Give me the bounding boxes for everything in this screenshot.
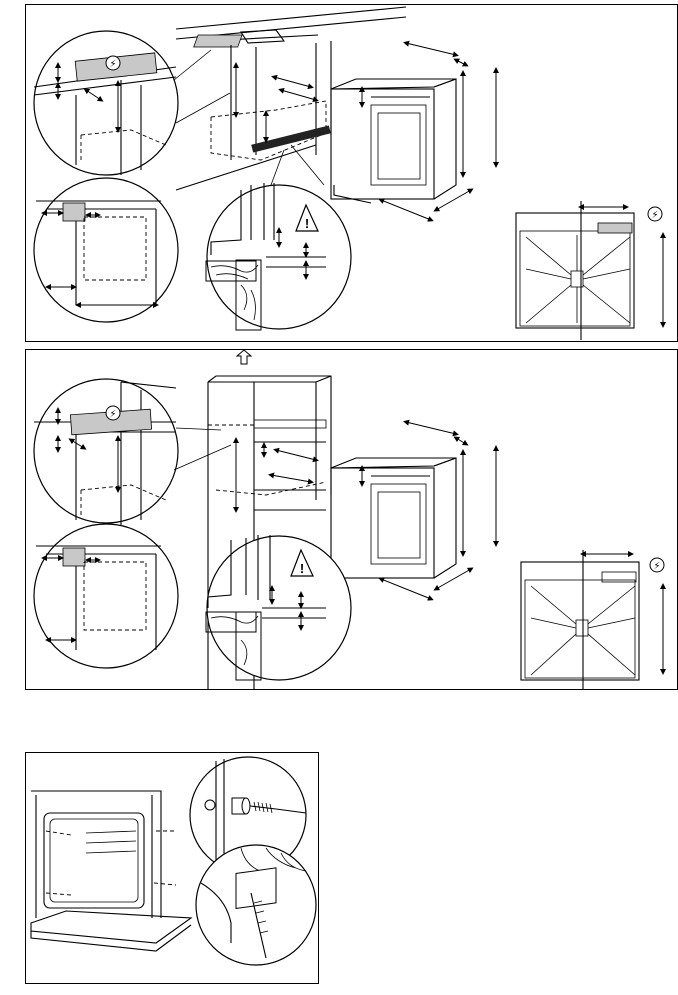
worktop (176, 7, 406, 47)
hob-top-view: ⚡ (516, 201, 663, 340)
oven-open-door (31, 791, 191, 951)
warning-symbol-column: ! (300, 561, 304, 576)
electrical-symbol-hob-column: ⚡ (653, 561, 660, 572)
cabinet-side-detail (34, 178, 178, 322)
ventilation-gap-detail: ! (206, 145, 351, 330)
electrical-connection-detail: ⚡ (34, 31, 230, 175)
electrical-symbol-hob: ⚡ (651, 210, 658, 221)
kitchen-cabinet (176, 41, 331, 190)
electrical-symbol-column: ⚡ (109, 409, 116, 420)
electrical-connection-detail-column: ⚡ (34, 379, 231, 525)
installation-in-column-diagram: ⚡ (26, 350, 678, 691)
hob-top-view-column: ⚡ (521, 550, 664, 690)
oven-appliance-column (331, 422, 496, 599)
connection-zone-side-column (63, 548, 85, 566)
hob-cutout (194, 35, 242, 47)
securing-oven-diagram (26, 753, 320, 985)
installation-in-column-panel: ⚡ (25, 349, 678, 690)
electrical-symbol: ⚡ (109, 59, 116, 70)
installation-under-worktop-panel: ⚡ (25, 4, 678, 342)
ventilation-gap-detail-column: ! (206, 535, 351, 680)
warning-symbol: ! (305, 216, 309, 231)
up-arrow-icon (237, 350, 251, 364)
cabinet-side-detail-column (34, 524, 178, 668)
hob-connection-zone (598, 223, 632, 233)
oven-appliance (331, 43, 496, 220)
connection-zone-side (63, 203, 85, 221)
ventilation-grille (251, 125, 331, 152)
mounting-detail (196, 845, 316, 965)
installation-under-worktop-diagram: ⚡ (26, 5, 678, 343)
securing-oven-panel (25, 752, 319, 984)
